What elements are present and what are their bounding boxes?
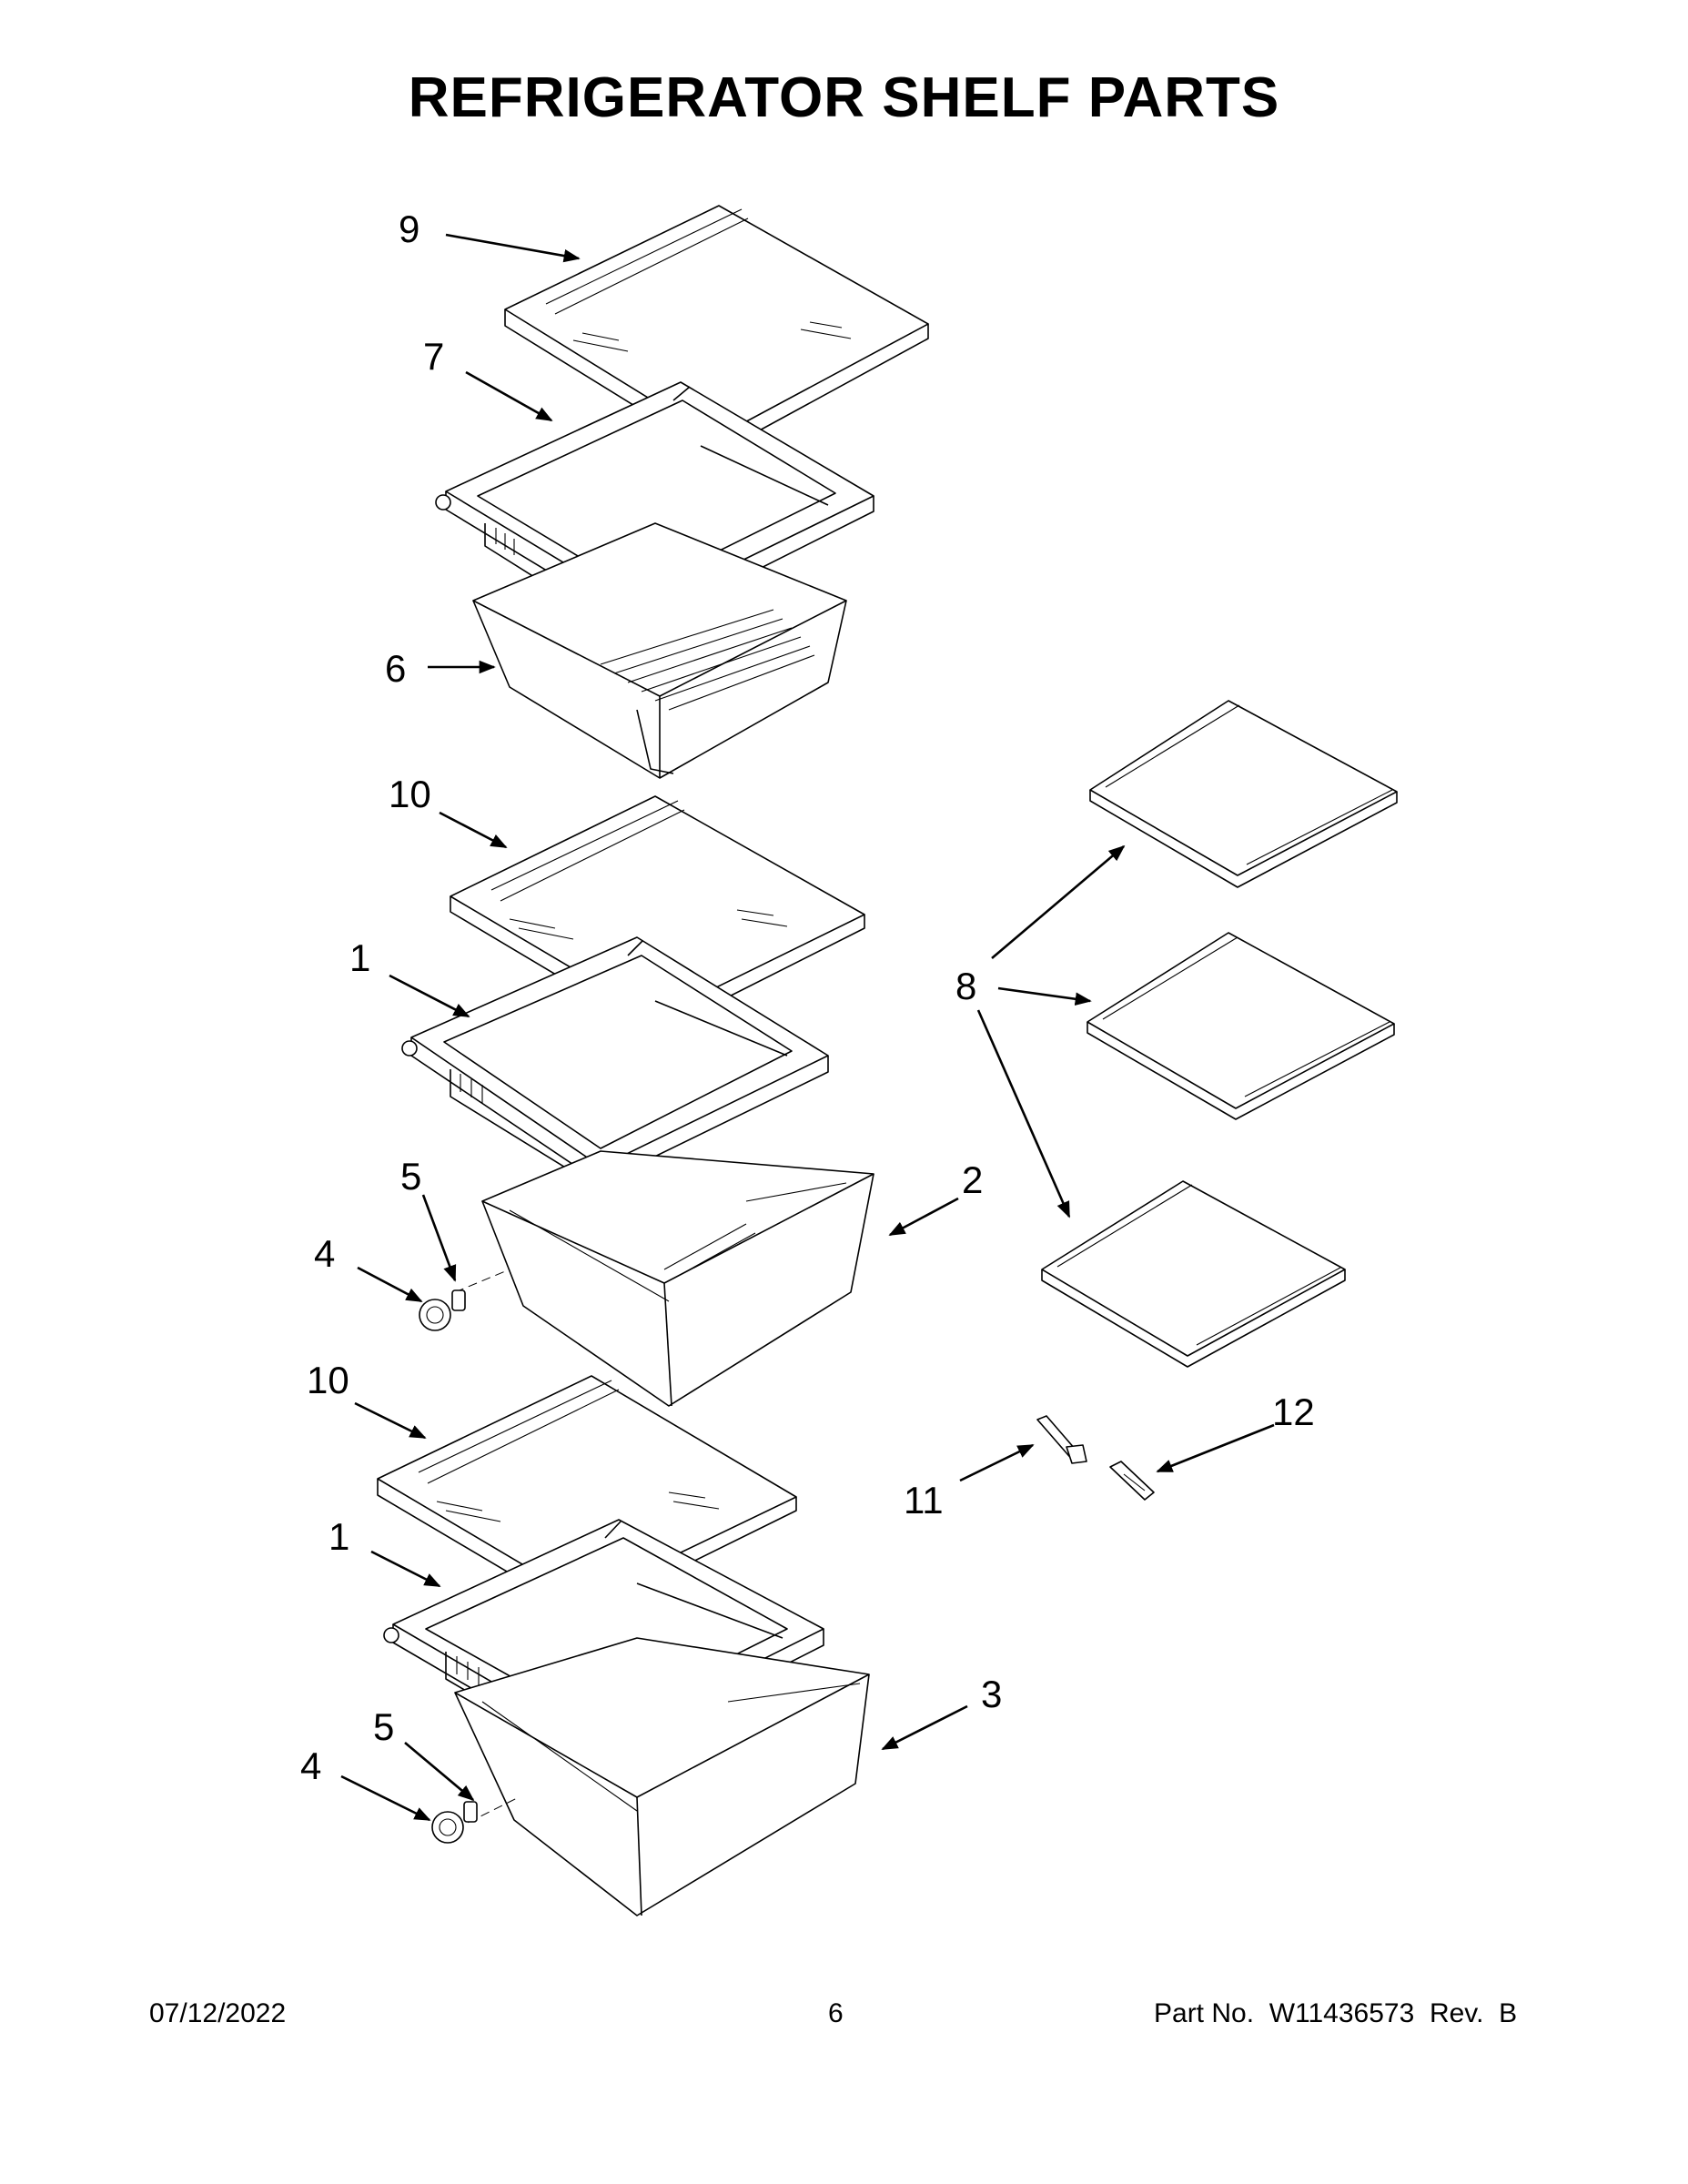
humidity-knob-icon[interactable] xyxy=(463,1801,478,1823)
humidity-knob-icon[interactable] xyxy=(451,1289,466,1311)
humidity-control-icon[interactable] xyxy=(419,1299,451,1331)
shelf-clip-icon[interactable] xyxy=(1036,1415,1087,1464)
deli-drawer-icon[interactable] xyxy=(472,522,847,779)
shelf-assembly-icon[interactable] xyxy=(1041,1180,1346,1368)
footer-page-number: 6 xyxy=(828,1998,844,2028)
callout-12: 12 xyxy=(1272,1390,1315,1433)
callout-9: 9 xyxy=(399,207,419,250)
shelf-assembly-icon[interactable] xyxy=(1089,700,1398,888)
callout-6: 6 xyxy=(385,647,406,690)
footer-part-number: Part No. W11436573 Rev. B xyxy=(1154,1998,1518,2028)
crisper-drawer-icon[interactable] xyxy=(454,1637,870,1916)
footer-date: 07/12/2022 xyxy=(149,1998,287,2028)
callout-7: 7 xyxy=(423,335,444,378)
shelf-assembly-icon[interactable] xyxy=(1087,932,1395,1120)
callout-5: 5 xyxy=(400,1155,421,1198)
callout-1: 1 xyxy=(329,1515,349,1558)
callout-10: 10 xyxy=(389,773,431,815)
callout-5: 5 xyxy=(373,1705,394,1748)
shelf-clip-icon[interactable] xyxy=(1109,1461,1155,1501)
callout-11: 11 xyxy=(904,1479,944,1522)
crisper-drawer-icon[interactable] xyxy=(454,1150,874,1407)
callout-4: 4 xyxy=(300,1744,321,1787)
page-title: REFRIGERATOR SHELF PARTS xyxy=(408,66,1280,129)
humidity-control-icon[interactable] xyxy=(431,1811,464,1844)
callout-10: 10 xyxy=(307,1359,349,1401)
callout-1: 1 xyxy=(349,936,370,979)
callout-3: 3 xyxy=(981,1673,1002,1715)
callout-4: 4 xyxy=(314,1232,335,1275)
callout-8: 8 xyxy=(955,965,976,1007)
callout-2: 2 xyxy=(962,1158,983,1201)
callout-leaders xyxy=(340,233,1275,1822)
